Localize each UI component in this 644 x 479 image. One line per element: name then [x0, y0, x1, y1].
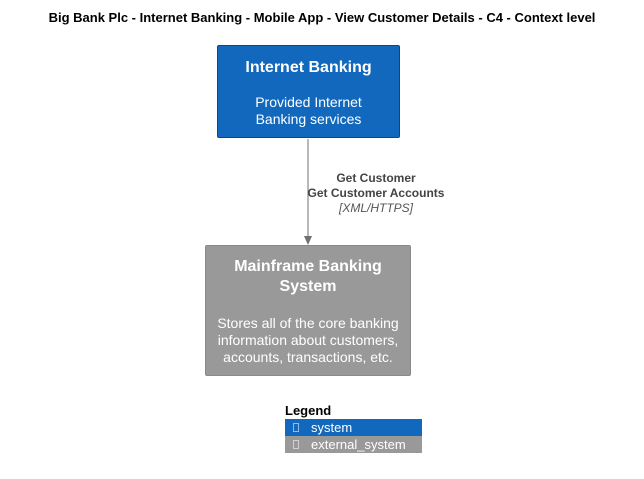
legend-item-external-system: external_system [285, 436, 422, 453]
legend-swatch-icon [293, 423, 299, 432]
relationship-label: Get Customer Get Customer Accounts [XML/… [300, 171, 452, 216]
legend-item-label: system [311, 420, 353, 435]
legend-swatch-icon [293, 440, 299, 449]
legend: Legend system external_system [285, 403, 422, 453]
mainframe-title: Mainframe Banking System [234, 258, 382, 295]
internet-banking-node[interactable]: Internet Banking Provided Internet Banki… [217, 45, 400, 138]
legend-title: Legend [285, 403, 332, 418]
diagram-title: Big Bank Plc - Internet Banking - Mobile… [48, 10, 596, 25]
legend-item-label: external_system [311, 437, 406, 452]
relationship-label-line2: Get Customer Accounts [307, 186, 445, 200]
internet-banking-title: Internet Banking [245, 59, 372, 76]
arrowhead-icon [304, 236, 312, 245]
mainframe-banking-node[interactable]: Mainframe Banking System Stores all of t… [205, 245, 411, 376]
legend-item-system: system [285, 419, 422, 436]
relationship-technology: [XML/HTTPS] [338, 201, 413, 215]
relationship-label-line1: Get Customer [336, 171, 416, 185]
internet-banking-description: Provided Internet Banking services [255, 94, 362, 127]
mainframe-description: Stores all of the core banking informati… [217, 315, 399, 365]
